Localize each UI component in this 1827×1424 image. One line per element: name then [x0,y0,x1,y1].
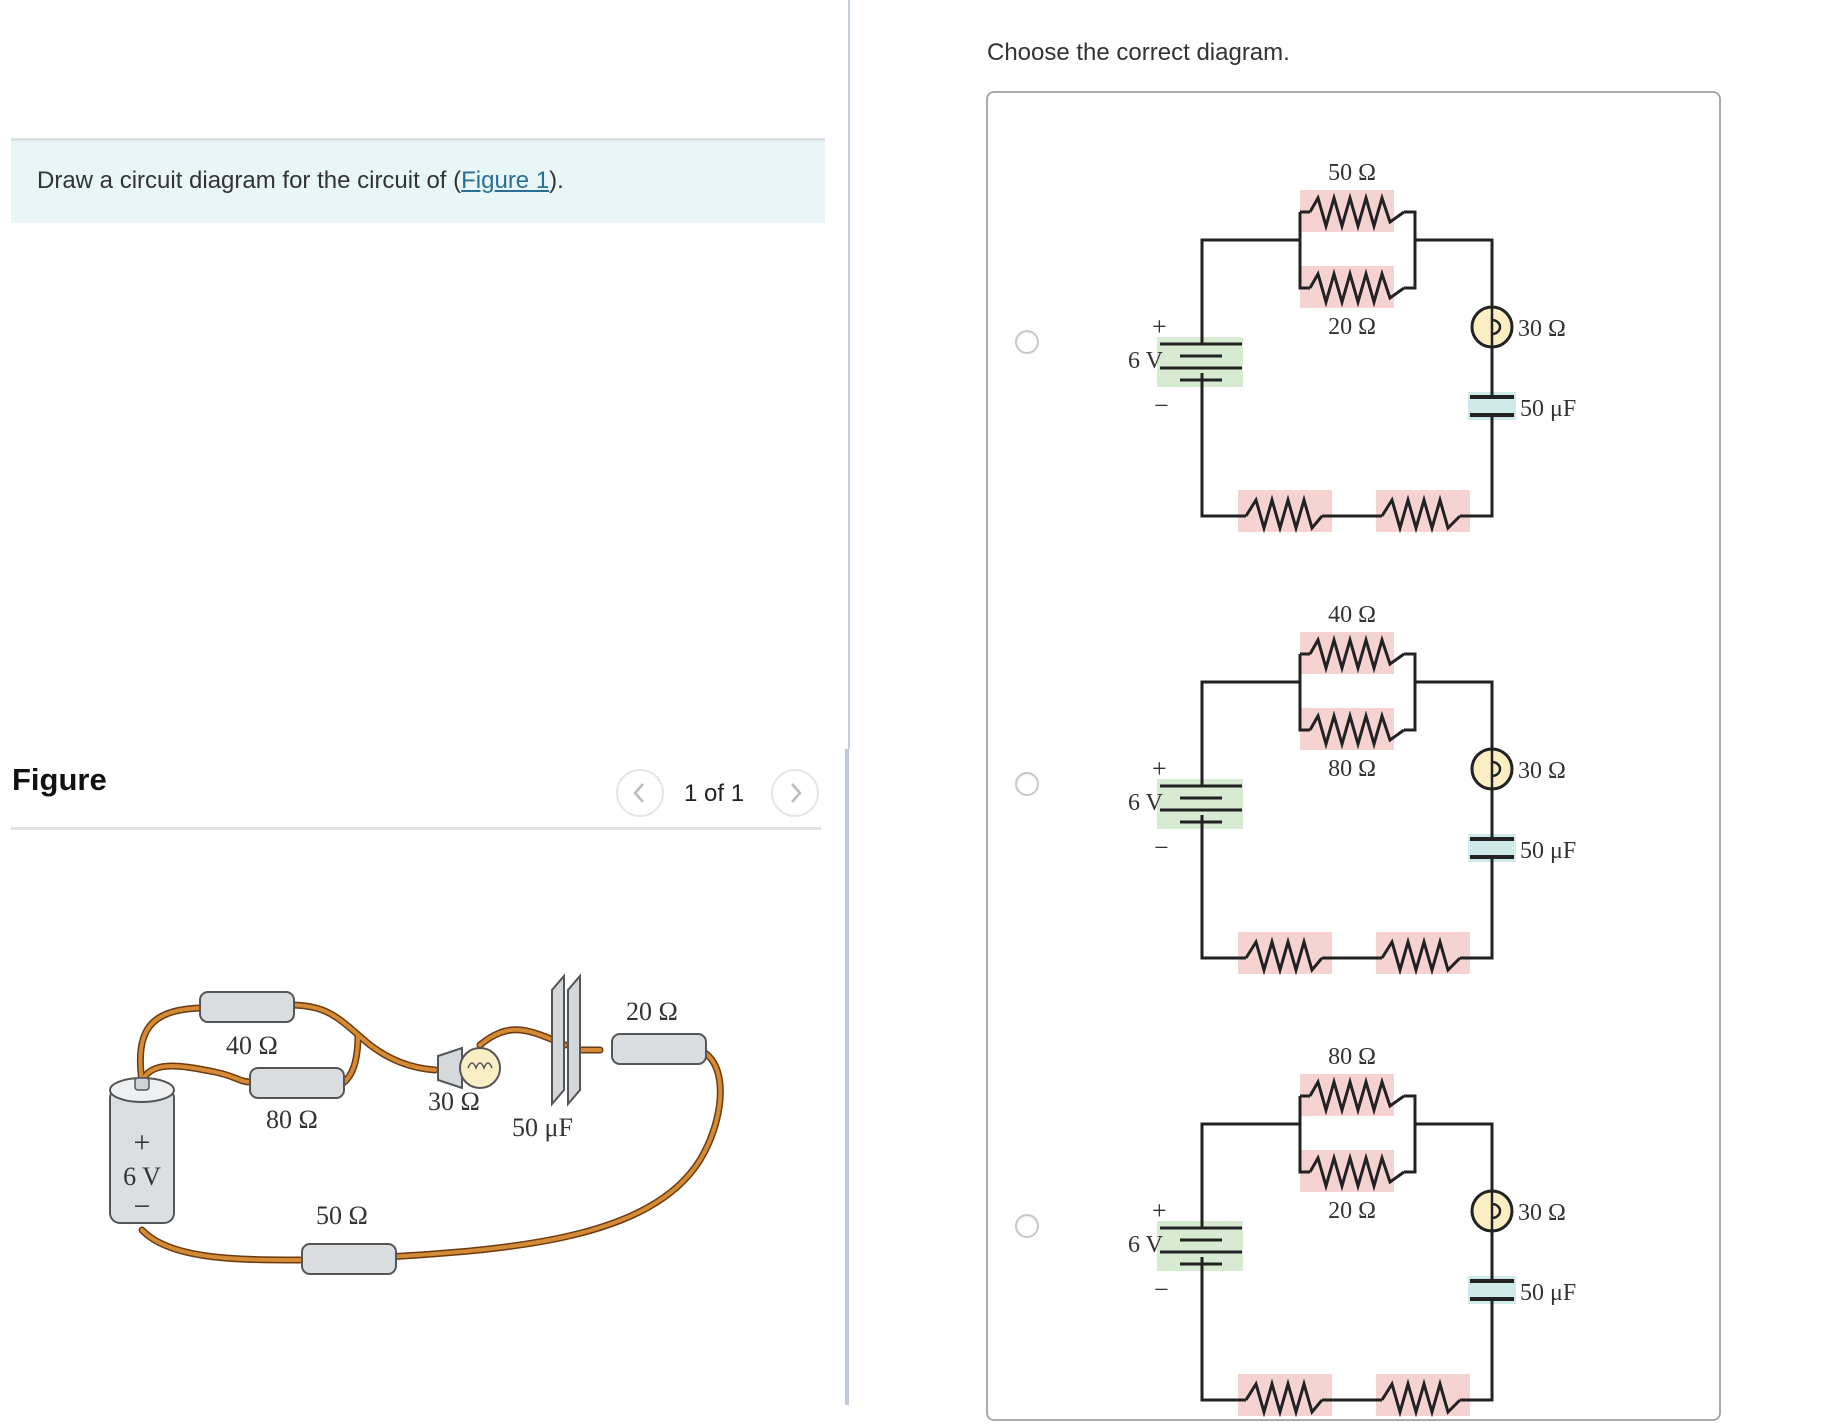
bulb-label: 30 Ω [1518,316,1566,342]
bulb-symbol [1470,305,1514,349]
resistor-zigzag [1308,192,1405,232]
battery-plus-label: + [1152,1196,1167,1225]
circuit-diagram: 40 Ω 80 Ω 50 Ω 20 Ω 30 Ω 50 μF 6 V + − [1128,602,1576,976]
column-divider [848,0,850,749]
label-20-ohm: 20 Ω [626,997,678,1026]
chevron-right-icon [791,783,802,803]
parallel-bottom-label: 20 Ω [1328,1198,1376,1224]
answer-option-3[interactable]: 80 Ω 20 Ω 40 Ω 50 Ω 30 Ω 50 μF 6 V + − [990,984,1710,1424]
battery-voltage-label: 6 V [123,1162,161,1191]
resistor-40-body [199,991,295,1023]
resistor-zigzag [1244,1378,1324,1418]
circuit-diagram: 80 Ω 20 Ω 40 Ω 50 Ω 30 Ω 50 μF 6 V + − [1128,1044,1576,1418]
prompt-text-before: Draw a circuit diagram for the circuit o… [37,167,462,194]
resistor-zigzag [1308,1152,1405,1192]
resistor-zigzag [1380,1378,1462,1418]
resistor-50-body [301,1243,397,1275]
figure-link[interactable]: Figure 1 [461,167,550,194]
bulb-illustration [437,1046,501,1090]
bulb-label: 30 Ω [1518,1200,1566,1226]
resistor-highlight [1376,490,1470,532]
parallel-top-label: 50 Ω [1328,160,1376,186]
resistor-20-body [611,1033,707,1065]
resistor-zigzag [1244,494,1324,534]
answer-options-card [986,91,1721,1421]
battery-illustration: + 6 V − [109,1077,175,1224]
resistor-zigzag [1244,936,1324,976]
problem-prompt: Draw a circuit diagram for the circuit o… [11,138,825,223]
battery-voltage-label: 6 V [1128,1232,1164,1258]
circuit-illustration: + 6 V − 40 Ω 80 Ω 50 Ω 20 Ω 30 Ω 50 μF [109,973,724,1275]
capacitor-label: 50 μF [1520,396,1576,422]
battery-plus-label: + [1152,754,1167,783]
column-divider-resize[interactable] [845,749,849,1405]
figure-divider [11,827,821,830]
chevron-left-icon [633,783,644,803]
battery-minus-label: − [1154,391,1169,420]
figure-heading: Figure [12,762,107,797]
resistor-zigzag [1380,936,1462,976]
resistor-highlight [1376,1374,1470,1416]
option-radio[interactable] [1015,1214,1039,1238]
resistor-zigzag [1380,494,1462,534]
resistor-zigzag [1308,634,1405,674]
prompt-text-after: ). [549,167,564,194]
option-radio[interactable] [1015,772,1039,796]
battery-minus-label: − [1154,833,1169,862]
resistor-zigzag [1308,710,1405,750]
resistor-zigzag [1308,1076,1405,1116]
bulb-symbol [1470,1189,1514,1233]
parallel-bottom-label: 20 Ω [1328,314,1376,340]
capacitor-label: 50 μF [1520,1280,1576,1306]
next-figure-button[interactable] [771,769,819,817]
label-50-ohm: 50 Ω [316,1201,368,1230]
label-bulb-30-ohm: 30 Ω [428,1087,480,1116]
resistor-highlight [1376,932,1470,974]
battery-voltage-label: 6 V [1128,790,1164,816]
option-radio[interactable] [1015,330,1039,354]
capacitor-illustration [551,973,581,1107]
battery-minus-label: − [1154,1275,1169,1304]
bulb-label: 30 Ω [1518,758,1566,784]
bulb-symbol [1470,747,1514,791]
circuit-diagram: 50 Ω 20 Ω 40 Ω 80 Ω 30 Ω 50 μF 6 V + − [1128,160,1576,534]
prompt-text: Draw a circuit diagram for the circuit o… [37,167,564,195]
parallel-top-label: 40 Ω [1328,602,1376,628]
answer-option-1[interactable]: 50 Ω 20 Ω 40 Ω 80 Ω 30 Ω 50 μF 6 V + − [990,100,1710,540]
battery-plus-label: + [1152,312,1167,341]
label-80-ohm: 80 Ω [266,1105,318,1134]
parallel-bottom-label: 80 Ω [1328,756,1376,782]
battery-minus-label: − [134,1190,151,1223]
battery-plus-label: + [134,1126,151,1159]
label-50-uF: 50 μF [512,1113,573,1142]
question-text: Choose the correct diagram. [987,39,1290,66]
capacitor-label: 50 μF [1520,838,1576,864]
answer-option-2[interactable]: 40 Ω 80 Ω 50 Ω 20 Ω 30 Ω 50 μF 6 V + − [990,542,1710,982]
parallel-top-label: 80 Ω [1328,1044,1376,1070]
resistor-80-body [249,1067,345,1099]
previous-figure-button[interactable] [616,769,664,817]
resistor-cylinders [199,991,707,1275]
battery-voltage-label: 6 V [1128,348,1164,374]
resistor-zigzag [1308,268,1405,308]
figure-counter: 1 of 1 [684,780,745,807]
label-40-ohm: 40 Ω [226,1031,278,1060]
